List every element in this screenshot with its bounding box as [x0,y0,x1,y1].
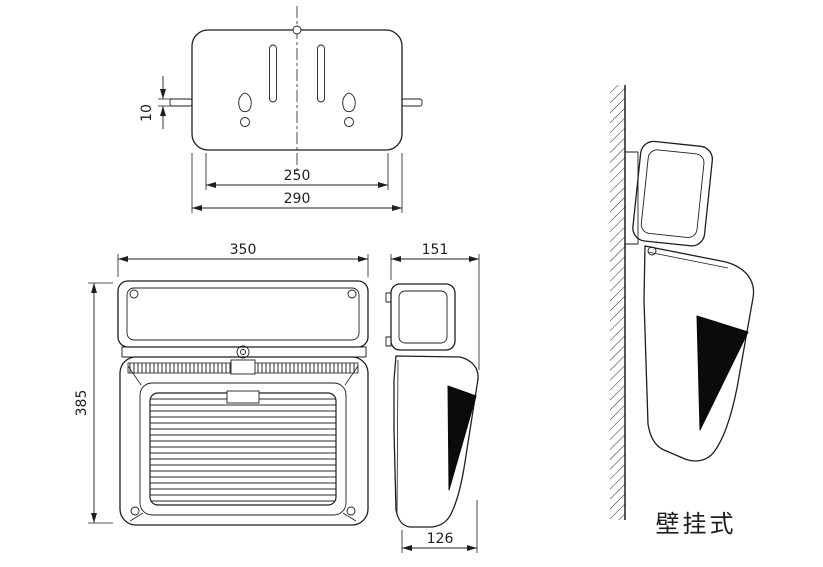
dim-side-bottom-depth: 126 [401,500,478,553]
front-diagonal-bl [129,512,144,522]
front-diagonal-tl [127,365,142,386]
bracket-keyhole-left [238,92,252,127]
front-body-screw-right [346,506,356,516]
side-mount-tab-top [385,292,392,303]
front-body-outline [119,356,369,526]
wall-hatch [610,85,625,520]
side-cover-outline [390,283,456,351]
wall-lamp-body [643,245,755,462]
front-cover-screw-left [129,289,139,299]
dim-hole-spacing-value: 250 [284,168,311,184]
side-cover-inner [398,290,448,344]
dim-side-bottom-depth-value: 126 [427,531,454,547]
side-body-inner-line [396,359,399,516]
front-vent-clip [230,359,256,375]
wall-hinge-knob [647,246,657,256]
wall-bracket-plate [624,151,639,245]
dim-pin-offset-value: 10 [139,104,155,122]
dim-bracket-width-value: 290 [284,191,311,207]
wall-mount-view: 壁挂式 [610,85,755,538]
wall-glass-panel [696,315,749,431]
dim-side-top-depth: 151 [390,242,480,370]
side-mount-tab-bottom [385,336,392,347]
front-diagonal-br [342,512,357,522]
bracket-pin-left [169,98,193,107]
dim-front-width-value: 350 [230,242,257,258]
front-reflector-frame [139,382,347,516]
bracket-pin-right [401,98,423,107]
side-glass-panel [447,385,477,491]
wall-lamp-cover [632,140,714,247]
bracket-slot-left [269,44,277,103]
front-louver-area [149,392,337,506]
front-hinge-knob [236,345,250,359]
front-diagonal-tr [344,365,359,386]
front-view: 350 385 [74,242,369,526]
dim-front-height: 385 [74,282,113,524]
bracket-top-notch [292,25,302,35]
dim-pin-offset: 10 [139,76,176,129]
dim-front-width: 350 [117,242,369,277]
bracket-keyhole-right [342,92,356,127]
front-hinge-strip [121,346,367,358]
side-body-outline [393,355,479,528]
dim-bracket-width: 290 [191,153,403,213]
front-cover-screw-right [347,289,357,299]
front-louver-clip [226,390,260,404]
dim-front-height-value: 385 [74,390,90,417]
side-view: 151 126 [385,242,480,553]
bracket-slot-right [317,44,325,103]
dim-side-top-depth-value: 151 [422,242,449,258]
wall-lamp-body-inner-line [647,251,729,269]
dim-hole-spacing: 250 [205,153,389,190]
front-cover-outline [117,280,369,348]
front-body-screw-left [130,506,140,516]
front-hinge-knob-center [240,349,246,355]
front-cover-inner [126,287,360,341]
bracket-top-view: 10 250 290 [139,6,423,213]
wall-mount-type-label: 壁挂式 [656,510,737,538]
